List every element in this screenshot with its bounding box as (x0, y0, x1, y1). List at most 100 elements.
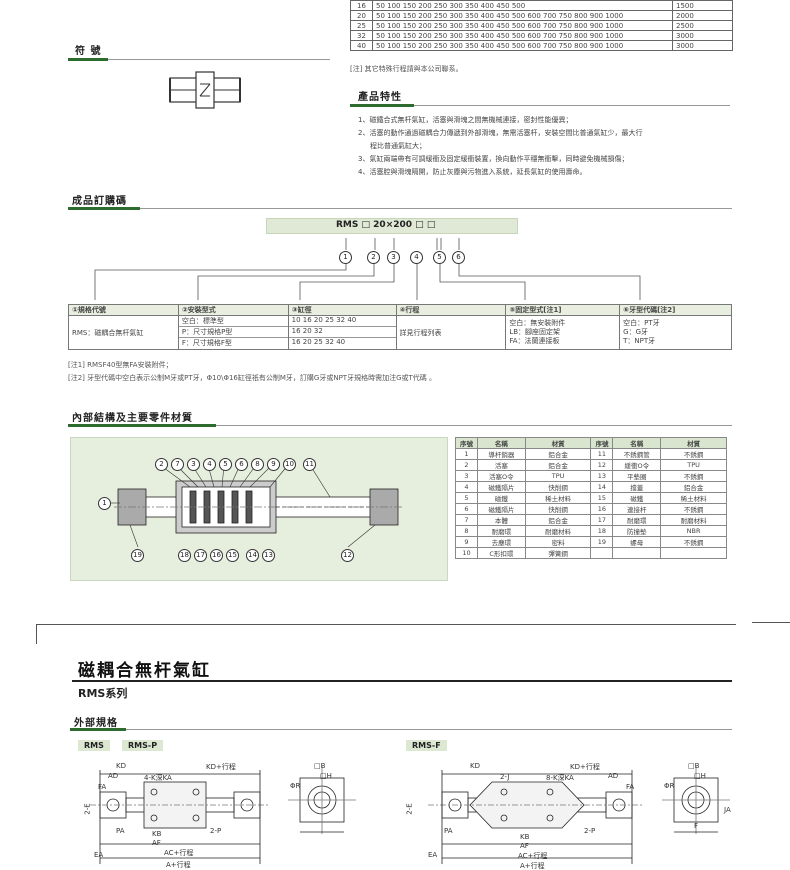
parts-cell: 8 (455, 525, 478, 537)
features-list: 1、磁鐵合式無杆氣缸，活塞與滑塊之間無機械連接，密封性能優異； 2、活塞的動作通… (358, 114, 738, 179)
stroke-max: 3000 (672, 30, 733, 41)
parts-cell: 18 (590, 525, 614, 537)
parts-cell: 耐磨環 (612, 514, 662, 526)
parts-cell (612, 547, 662, 559)
callout-8: 8 (251, 458, 264, 471)
page2-border-top (36, 624, 736, 625)
parts-cell (590, 547, 614, 559)
callout-6: 6 (235, 458, 248, 471)
dim-label: FA (626, 783, 635, 791)
series-title: RMS系列 (78, 687, 128, 700)
parts-cell: 5 (455, 492, 478, 504)
order-header: ②安裝型式 (177, 304, 289, 316)
parts-cell: 14 (590, 481, 614, 493)
parts-header: 名稱 (612, 437, 662, 449)
dim-label: EA (94, 851, 104, 859)
stroke-bore: 20 (350, 10, 373, 21)
parts-cell: 3 (455, 470, 478, 482)
parts-cell: 稀土材料 (524, 492, 592, 504)
parts-cell: 耐磨材料 (660, 514, 727, 526)
order-header: ③缸徑 (287, 304, 397, 316)
feature-item: 3、氣缸兩端帶有可調緩衝及固定緩衝裝置，換向動作平穩無衝擊，同時避免機械損傷； (358, 155, 629, 163)
feature-item: 2、活塞的動作通過磁耦合力傳遞到外部滑塊，無需活塞杆，安裝空間比普通氣缸少，最大… (358, 129, 643, 137)
parts-cell: 不銹鋼 (660, 503, 727, 515)
callout-13: 13 (262, 549, 275, 562)
bore-option: 16 20 25 32 40 (291, 338, 346, 346)
order-spec: RMS：磁耦合無杆氣缸 (68, 315, 179, 350)
stroke-values: 50 100 150 200 250 300 350 400 450 500 6… (372, 10, 673, 21)
mount-option: 空白：標準型 (178, 316, 288, 327)
callout-14: 14 (246, 549, 259, 562)
dim-label: ΦR (664, 782, 675, 790)
callout-9: 9 (267, 458, 280, 471)
stroke-bore: 40 (350, 40, 373, 51)
dim-label: 2-P (584, 827, 596, 835)
order-marker-4: 4 (410, 251, 423, 264)
order-code-table: ①規格代號 ②安裝型式 ③缸徑 ④行程 ⑤固定型式[注1] ⑥牙型代碼[注2] … (68, 304, 732, 350)
symbol-title: 符 號 (75, 46, 102, 57)
parts-cell: 平墊圈 (612, 470, 662, 482)
parts-cell: 不銹鋼管 (612, 448, 662, 460)
dim-label: A+行程 (520, 862, 545, 870)
mount-option: P：尺寸規格P型 (178, 327, 288, 338)
dim-label: KD (470, 762, 480, 770)
thread-option: G：G牙 (623, 328, 648, 336)
order-header: ⑥牙型代碼[注2] (619, 304, 732, 316)
product-title: 磁耦合無杆氣缸 (78, 661, 211, 681)
parts-cell: 快削鋼 (524, 503, 592, 515)
parts-cell: 2 (455, 459, 478, 471)
parts-cell: 鋁合金 (524, 514, 592, 526)
parts-cell: 耐磨材料 (524, 525, 592, 537)
dim-label: AD (608, 772, 619, 780)
order-marker-1: 1 (339, 251, 352, 264)
parts-cell: 快削鋼 (524, 481, 592, 493)
tab-rms[interactable]: RMS (78, 740, 110, 751)
tab-rms-f[interactable]: RMS-F (406, 740, 447, 751)
parts-cell: 19 (590, 536, 614, 548)
callout-17: 17 (194, 549, 207, 562)
feature-item: 4、活塞腔與滑塊隔開，防止灰塵與污物進入系統，延長氣缸的使用壽命。 (358, 168, 587, 176)
dim-label: □H (320, 772, 332, 780)
callout-4: 4 (203, 458, 216, 471)
parts-cell: 15 (590, 492, 614, 504)
order-note-1: [注1] RMSF40型無FA安裝附件； (68, 361, 173, 369)
parts-cell: 12 (590, 459, 614, 471)
order-note-2: [注2] 牙型代碼中空白表示公制M牙或PT牙，Φ10\Φ16缸徑祇有公制M牙，訂… (68, 374, 436, 382)
symbol-title-bar (68, 58, 108, 61)
parts-cell: 磁鐵 (612, 492, 662, 504)
features-title: 產品特性 (358, 92, 402, 103)
cylinder-cutaway-icon (106, 464, 402, 548)
order-code: RMS □ 20×200 □ □ (336, 220, 435, 230)
dim-label: 2-E (83, 803, 92, 815)
parts-cell: 鋁合金 (524, 459, 592, 471)
parts-cell: 螺母 (612, 536, 662, 548)
spec-title: 外部規格 (74, 718, 118, 729)
parts-cell: 11 (590, 448, 614, 460)
stroke-max: 2500 (672, 20, 733, 31)
dim-label: AD (108, 772, 119, 780)
parts-cell: TPU (660, 459, 727, 471)
fix-option: 空白：無安裝附件 (509, 319, 566, 327)
order-marker-3: 3 (387, 251, 400, 264)
dim-label: PA (116, 827, 125, 835)
order-header: ④行程 (395, 304, 507, 316)
rms-f-drawing (428, 766, 730, 864)
tab-rms-p[interactable]: RMS-P (122, 740, 164, 751)
stroke-values: 50 100 150 200 250 300 350 400 450 500 6… (372, 30, 673, 41)
parts-cell: TPU (524, 470, 592, 482)
dim-label: KD (116, 762, 126, 770)
order-marker-2: 2 (367, 251, 380, 264)
stroke-max: 1500 (672, 0, 733, 11)
order-code-box (266, 218, 518, 234)
code-box-1: □ (361, 220, 371, 230)
spec-title-line (126, 729, 732, 730)
structure-title: 內部結構及主要零件材質 (72, 413, 193, 424)
dim-label: PA (444, 827, 453, 835)
parts-cell: 17 (590, 514, 614, 526)
page2-border-right (752, 622, 790, 623)
